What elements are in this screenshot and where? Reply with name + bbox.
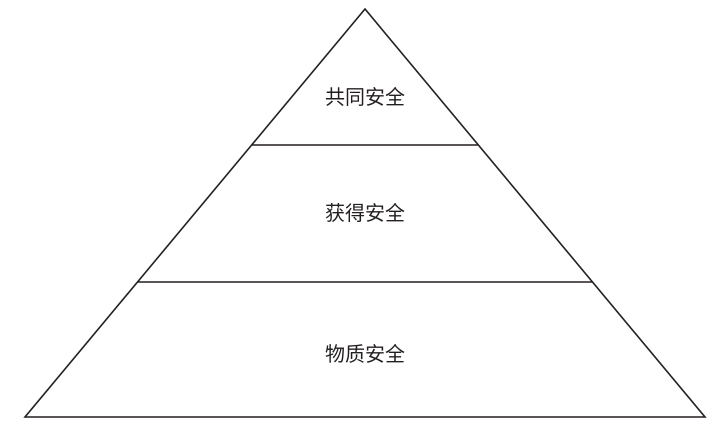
pyramid-outline	[23, 7, 707, 418]
tier-label-top: 共同安全	[325, 85, 405, 109]
tier-label-middle: 获得安全	[325, 201, 405, 225]
tier-label-bottom: 物质安全	[325, 342, 405, 366]
